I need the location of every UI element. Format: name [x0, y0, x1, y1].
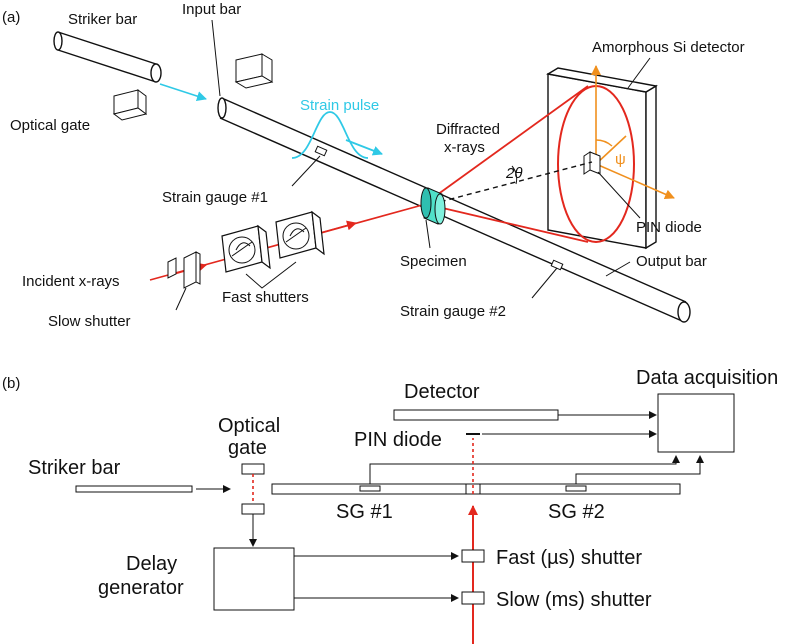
sg1-to-daq-line — [369, 455, 680, 484]
sg1-marker — [359, 485, 381, 492]
optical-gate-emitter — [112, 89, 148, 121]
diffracted-label-1: Diffracted — [436, 121, 500, 138]
fast-shutter-1 — [221, 224, 271, 273]
fast-shutter-2 — [275, 210, 325, 259]
optical-gate-receiver — [234, 53, 274, 89]
diffracted-beam-lower — [433, 205, 589, 243]
striker-bar-3d — [53, 31, 162, 83]
striker-bar-b-box — [75, 485, 193, 493]
pin-diode-leader — [597, 171, 641, 219]
specimen-label: Specimen — [400, 253, 467, 270]
optical-gate-top-box — [241, 463, 265, 475]
long-bar-3d — [217, 97, 691, 323]
strain-gauge-2-leader — [531, 267, 558, 299]
specimen-3d — [420, 187, 446, 225]
data-acquisition-box — [657, 393, 735, 453]
striker-bar-b-label: Striker bar — [28, 457, 121, 479]
fast-shutter-b-label: Fast (µs) shutter — [496, 547, 642, 569]
sg1-label: SG #1 — [336, 501, 393, 523]
fast-shutter-b-box — [461, 549, 485, 563]
diffracted-beam-upper — [429, 85, 589, 201]
optical-gate-b-label-1: Optical — [218, 415, 280, 437]
sg2-label: SG #2 — [548, 501, 605, 523]
striker-motion-arrow — [159, 83, 207, 101]
diffracted-label-2: x-rays — [444, 139, 485, 156]
output-bar-label: Output bar — [636, 253, 707, 270]
delay-label-2: generator — [98, 577, 184, 599]
two-theta-label: 2θ — [505, 165, 522, 182]
input-bar-label: Input bar — [182, 1, 241, 18]
psi-arc — [595, 139, 613, 147]
amorphous-detector-label: Amorphous Si detector — [592, 39, 745, 56]
strain-pulse-label: Strain pulse — [300, 97, 379, 114]
fast-shutters-label: Fast shutters — [222, 289, 309, 306]
pin-diode-3d — [583, 151, 601, 175]
pin-diode-b-label: PIN diode — [354, 429, 442, 451]
incident-xray-arrow-2 — [319, 220, 357, 234]
detector-leader — [627, 57, 651, 89]
delay-generator-box — [213, 547, 295, 611]
strain-gauge-1-label: Strain gauge #1 — [162, 189, 268, 206]
panel-a: (a) Striker bar Input bar — [2, 1, 745, 330]
panel-b: (b) Detector Data acquisition PIN diode … — [2, 367, 778, 644]
striker-bar-label: Striker bar — [68, 11, 137, 28]
specimen-leader — [425, 219, 431, 249]
strain-gauge-2-label: Strain gauge #2 — [400, 303, 506, 320]
psi-radial-line — [595, 135, 627, 165]
two-theta-arc — [511, 165, 518, 185]
slow-shutter-b-box — [461, 591, 485, 605]
slow-shutter-label: Slow shutter — [48, 313, 131, 330]
sg2-to-daq-line — [575, 455, 704, 484]
strain-gauge-1-marker — [314, 145, 328, 157]
strain-pulse-wave — [291, 111, 369, 159]
panel-a-tag: (a) — [2, 9, 20, 26]
detector-label: Detector — [404, 381, 480, 403]
slow-shutter-b-label: Slow (ms) shutter — [496, 589, 652, 611]
input-bar-leader — [211, 19, 221, 97]
strain-gauge-2-marker — [550, 259, 564, 271]
output-bar-leader — [605, 261, 631, 277]
transmitted-beam-dashed — [431, 161, 593, 205]
data-acquisition-label: Data acquisition — [636, 367, 778, 389]
incident-xrays-label: Incident x-rays — [22, 273, 120, 290]
psi-label: ψ — [615, 151, 626, 168]
strain-pulse-arrow — [345, 139, 383, 156]
pin-diode-label: PIN diode — [636, 219, 702, 236]
optical-gate-bottom-box — [241, 503, 265, 515]
fast-shutters-leader — [245, 261, 297, 289]
slow-shutter-3d — [167, 251, 201, 289]
detector-box — [393, 409, 559, 421]
slow-shutter-leader — [175, 287, 187, 311]
sg2-marker — [565, 485, 587, 492]
psi-axis-right — [595, 163, 675, 199]
strain-gauge-1-leader — [291, 155, 321, 187]
panel-b-tag: (b) — [2, 375, 20, 392]
optical-gate-label: Optical gate — [10, 117, 90, 134]
delay-label-1: Delay — [126, 553, 177, 575]
optical-gate-b-label-2: gate — [228, 437, 267, 459]
